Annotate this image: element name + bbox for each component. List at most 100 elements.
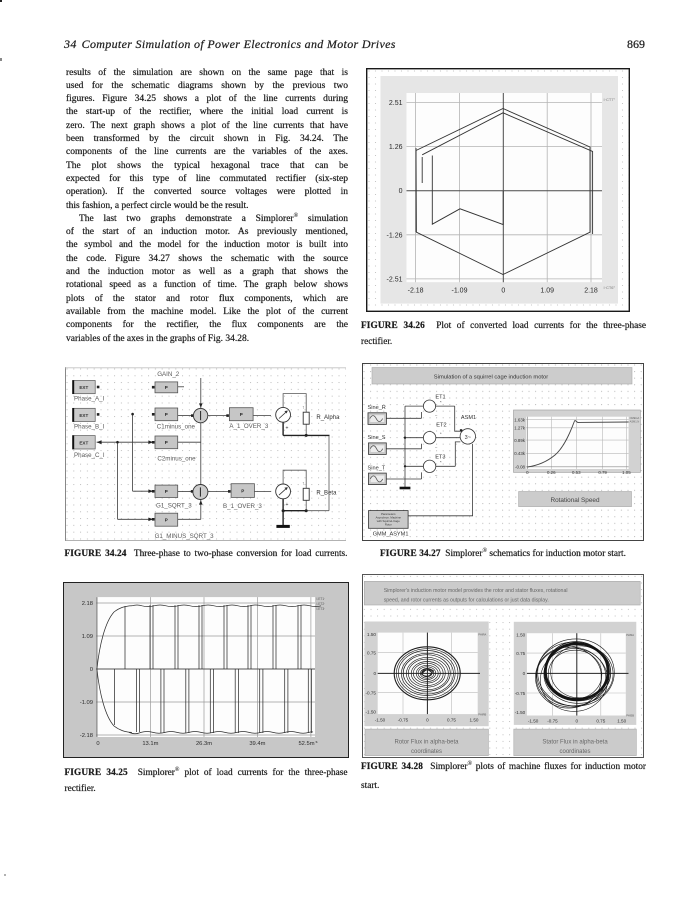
svg-text:0.79: 0.79 <box>598 470 607 475</box>
svg-text:-0.75: -0.75 <box>515 690 526 695</box>
svg-text:-0.75: -0.75 <box>398 717 409 722</box>
svg-text:3~: 3~ <box>465 435 471 441</box>
svg-text:1.50: 1.50 <box>617 718 626 723</box>
svg-text:I.ET1·: I.ET1· <box>317 597 326 601</box>
svg-text:I.ET3·: I.ET3· <box>317 607 326 611</box>
svg-text:Rotational Speed: Rotational Speed <box>550 497 599 504</box>
svg-text:-1.09: -1.09 <box>80 700 93 706</box>
svg-text:0.89k: 0.89k <box>514 438 526 443</box>
svg-text:GAIN_2: GAIN_2 <box>157 371 180 378</box>
svg-text:EXT: EXT <box>79 385 88 390</box>
svg-text:-0.08: -0.08 <box>515 465 526 470</box>
svg-text:1.26: 1.26 <box>389 144 403 151</box>
svg-text:1.05: 1.05 <box>622 470 631 475</box>
svg-text:1.50: 1.50 <box>516 632 525 637</box>
svg-text:–: – <box>435 413 438 418</box>
svg-text:P: P <box>165 440 168 445</box>
svg-text:-2.51: -2.51 <box>387 276 403 283</box>
svg-text:-1.09: -1.09 <box>452 288 468 295</box>
svg-text:-2.18: -2.18 <box>408 288 424 295</box>
svg-text:–: – <box>435 473 438 478</box>
svg-text:↑: ↑ <box>302 405 305 411</box>
svg-text:PHISA: PHISA <box>626 633 634 637</box>
svg-text:Simplorer's induction motor mo: Simplorer's induction motor model provid… <box>384 588 568 594</box>
svg-text:*: * <box>440 400 442 405</box>
svg-text:B_1_OVER_3: B_1_OVER_3 <box>223 503 262 510</box>
svg-text:coordinates: coordinates <box>411 749 442 755</box>
svg-text:0: 0 <box>523 671 526 676</box>
svg-text:Sine_S: Sine_S <box>368 435 386 441</box>
svg-text:Parameters: Parameters <box>381 512 396 516</box>
svg-text:0: 0 <box>426 717 429 722</box>
svg-text:R_Alpha: R_Alpha <box>316 415 340 421</box>
svg-text:Stator Flux in alpha-beta: Stator Flux in alpha-beta <box>542 739 608 745</box>
svg-text:speed, and rotor currents as o: speed, and rotor currents as outputs for… <box>384 597 549 603</box>
svg-text:ET2: ET2 <box>436 422 446 428</box>
svg-text:G1_MINUS_SQRT_3: G1_MINUS_SQRT_3 <box>155 533 215 540</box>
svg-text:0.26: 0.26 <box>547 470 556 475</box>
svg-text:G1_SQRT_3: G1_SQRT_3 <box>156 503 192 510</box>
svg-text:-1.26: -1.26 <box>387 232 403 239</box>
svg-text:P: P <box>240 412 243 417</box>
svg-text:P: P <box>165 518 168 523</box>
svg-text:+: + <box>286 502 289 508</box>
svg-text:ET3: ET3 <box>435 455 445 461</box>
svg-text:Phase_C_I: Phase_C_I <box>74 452 105 459</box>
svg-text:1.09: 1.09 <box>82 634 93 640</box>
svg-text:1.50: 1.50 <box>470 717 479 722</box>
svg-text:-1.50: -1.50 <box>515 709 526 714</box>
svg-text:P: P <box>165 412 168 417</box>
svg-text:Sine_R: Sine_R <box>368 405 386 411</box>
svg-text:coordinates: coordinates <box>559 749 590 755</box>
svg-text:Sine_T: Sine_T <box>368 465 386 471</box>
svg-text:0: 0 <box>399 188 403 195</box>
svg-text:P: P <box>165 489 168 494</box>
svg-text:-0.75: -0.75 <box>547 718 558 723</box>
svg-text:ASM1.N: ASM1.N <box>630 419 640 423</box>
svg-text:0: 0 <box>96 741 99 747</box>
svg-text:0: 0 <box>501 288 505 295</box>
svg-text:2.51: 2.51 <box>389 100 403 107</box>
svg-text:*: * <box>440 431 442 436</box>
svg-text:↑: ↑ <box>302 481 305 487</box>
svg-text:OMEGA: OMEGA <box>630 416 640 420</box>
svg-text:1.27k: 1.27k <box>514 426 526 431</box>
svg-text:EXT: EXT <box>79 413 88 418</box>
svg-text:0.43k: 0.43k <box>514 451 526 456</box>
svg-text:s: s <box>316 739 318 744</box>
svg-text:ET1: ET1 <box>435 395 445 401</box>
svg-text:0.75: 0.75 <box>516 651 525 656</box>
svg-text:-2.18: -2.18 <box>80 733 93 739</box>
svg-text:I·CT6°: I·CT6° <box>604 285 616 290</box>
svg-text:1.63k: 1.63k <box>514 417 526 422</box>
svg-text:2.18: 2.18 <box>82 601 93 607</box>
svg-text:1.50: 1.50 <box>367 632 376 637</box>
svg-text:1.09: 1.09 <box>540 288 554 295</box>
svg-text:Phase_A_I: Phase_A_I <box>74 396 105 403</box>
svg-text:0.75: 0.75 <box>447 717 456 722</box>
svg-text:*: * <box>440 460 442 465</box>
svg-text:Rotor Flux in alpha-beta: Rotor Flux in alpha-beta <box>394 739 459 745</box>
svg-text:-1.50: -1.50 <box>528 718 539 723</box>
svg-text:0: 0 <box>373 671 376 676</box>
svg-text:0.75: 0.75 <box>596 718 605 723</box>
svg-text:39.4m: 39.4m <box>249 741 265 747</box>
svg-text:C1minus_one: C1minus_one <box>157 423 196 430</box>
svg-text:C2minus_one: C2minus_one <box>157 456 196 463</box>
svg-text:I·CT7°: I·CT7° <box>604 97 616 102</box>
svg-text:Asynchron. Machine: Asynchron. Machine <box>376 515 402 519</box>
svg-text:EXT: EXT <box>79 440 88 445</box>
svg-text:-1.50: -1.50 <box>366 709 377 714</box>
svg-text:26.3m: 26.3m <box>196 741 212 747</box>
svg-text:-1.50: -1.50 <box>375 717 386 722</box>
svg-text:0: 0 <box>90 667 93 673</box>
svg-text:Simulation of a squirrel cage: Simulation of a squirrel cage induction … <box>434 374 548 380</box>
svg-text:0.75: 0.75 <box>367 650 376 655</box>
svg-text:P: P <box>241 489 244 494</box>
svg-text:R_Beta: R_Beta <box>316 491 337 497</box>
svg-text:with Squirrel-Cage: with Squirrel-Cage <box>377 519 400 523</box>
svg-text:2.18: 2.18 <box>584 288 598 295</box>
svg-text:52.5m: 52.5m <box>298 741 314 747</box>
svg-text:Phase_B_I: Phase_B_I <box>74 423 105 430</box>
svg-text:–: – <box>435 444 438 449</box>
